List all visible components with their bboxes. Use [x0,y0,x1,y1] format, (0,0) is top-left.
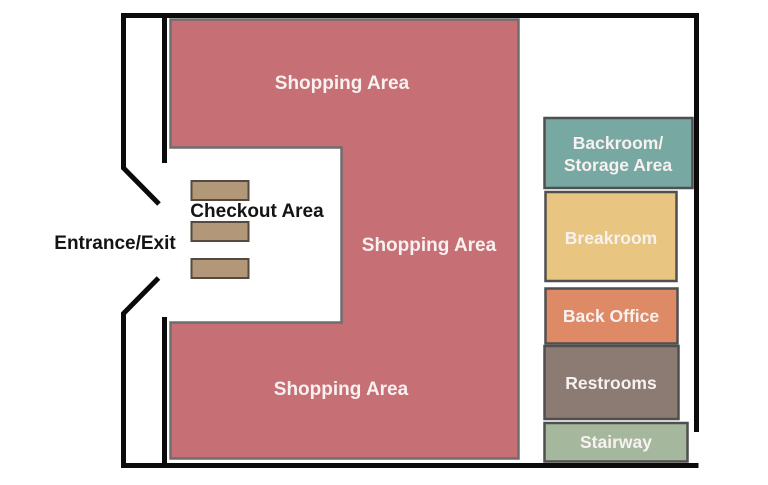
checkout-area-label: Checkout Area [190,201,324,222]
shopping-area-label-bottom: Shopping Area [274,379,409,400]
wall-left-lower-and-bottom [121,276,699,468]
room-backroom-storage-box [543,116,694,190]
checkout-counters [190,180,250,279]
room-backroom-storage-label-line2: Storage Area [564,155,673,175]
room-restrooms-label: Restrooms [565,373,657,393]
room-stairway: Stairway [543,421,689,463]
wall-left-upper-with-entrance-splay [121,13,161,206]
room-stairway-box [543,421,689,463]
shopping-area-label-middle: Shopping Area [362,235,497,256]
checkout-counter-2 [190,221,250,242]
room-backroom-storage-label-line1: Backroom/ [573,133,664,153]
checkout-counter-3 [190,258,250,279]
room-backroom-storage: Backroom/ Storage Area [543,116,694,190]
room-back-office-label: Back Office [563,306,660,326]
room-back-office: Back Office [544,287,679,345]
shopping-area-region [169,18,520,460]
room-restrooms: Restrooms [543,344,680,421]
room-stairway-label: Stairway [580,432,652,452]
checkout-counter-1 [190,180,250,201]
room-breakroom-box [544,190,678,283]
room-breakroom: Breakroom [544,190,678,283]
shopping-area-label-top: Shopping Area [275,73,410,94]
room-back-office-box [544,287,679,345]
wall-top-and-right [121,13,699,432]
entrance-exit-label: Entrance/Exit [54,233,176,254]
room-restrooms-box [543,344,680,421]
room-breakroom-label: Breakroom [565,228,657,248]
